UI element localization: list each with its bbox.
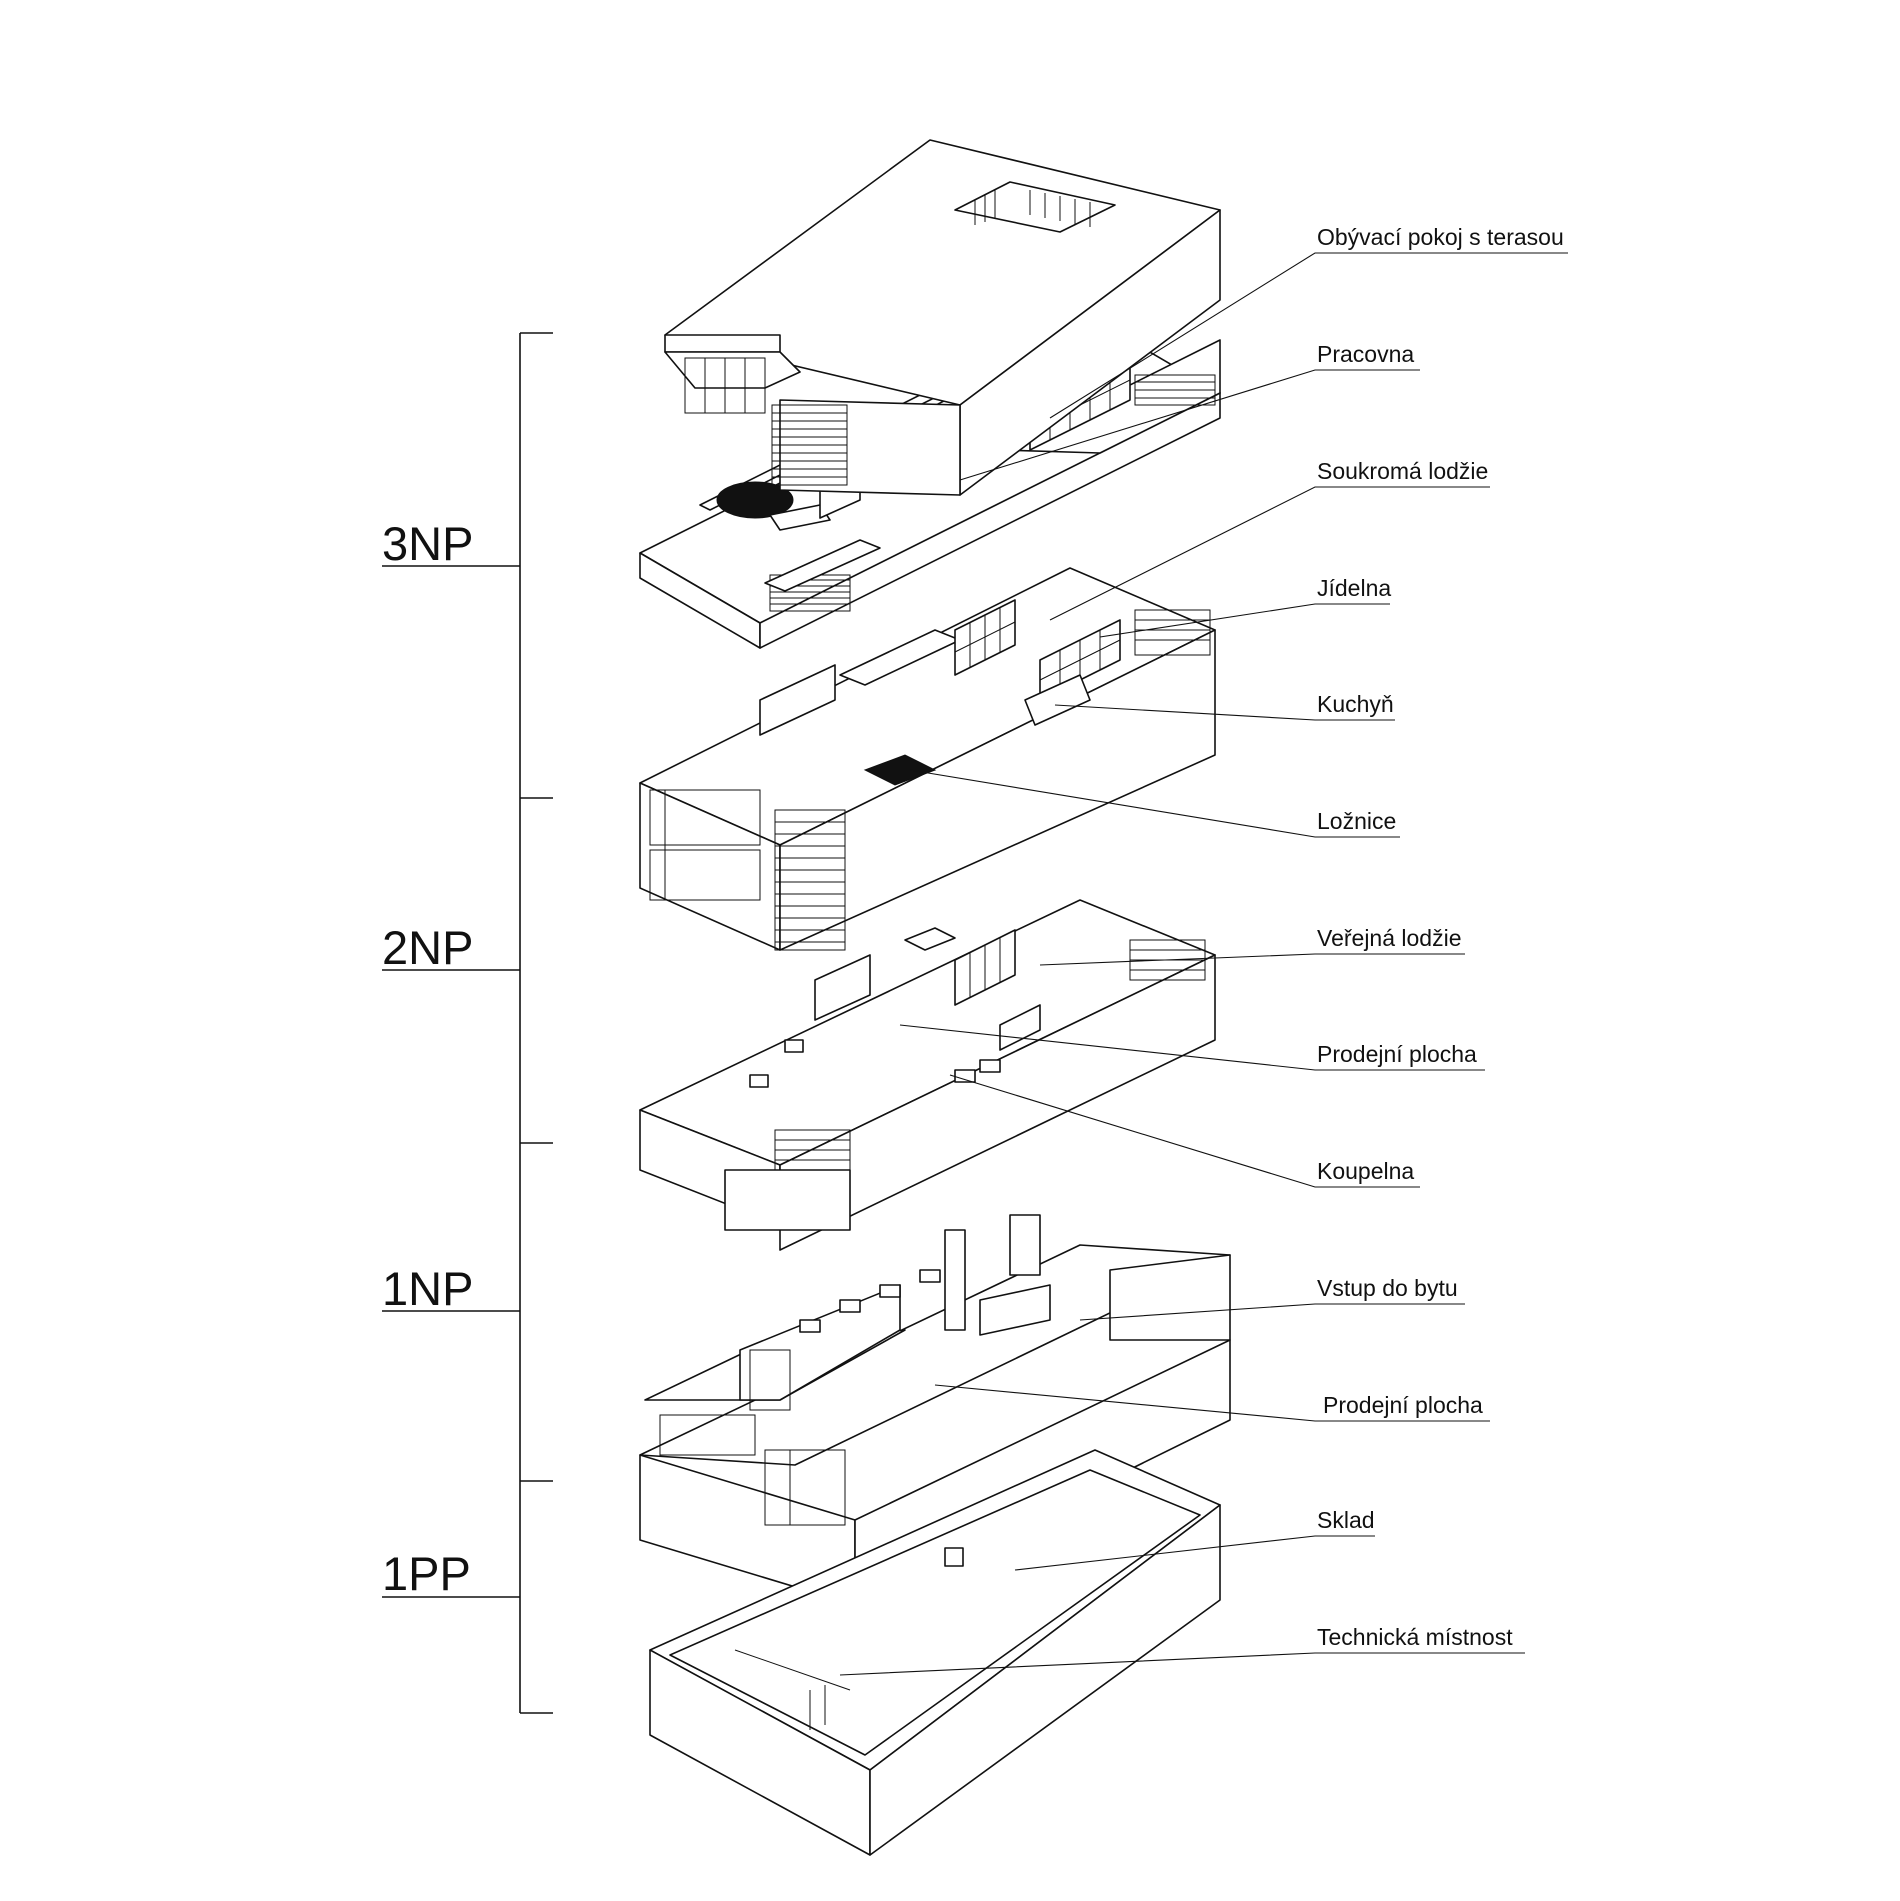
level-2np-model (639, 539, 1216, 951)
level-1pp-basement-model (649, 1449, 1221, 1856)
roof-terrace-rails (974, 190, 1091, 227)
room-label-obyvaci-pokoj: Obývací pokoj s terasou (1317, 224, 1564, 250)
floor-label-1np: 1NP (382, 1262, 473, 1315)
room-label-vstup-do-bytu: Vstup do bytu (1317, 1275, 1458, 1301)
room-label-kuchyn: Kuchyň (1317, 691, 1394, 717)
room-label-prodejni-plocha-1: Prodejní plocha (1323, 1392, 1483, 1418)
room-label-soukroma-lodzie: Soukromá lodžie (1317, 458, 1488, 484)
room-label-loznice: Ložnice (1317, 808, 1396, 834)
glazing-2np-left (649, 789, 761, 901)
room-label-verejna-lodzie: Veřejná lodžie (1317, 925, 1462, 951)
louver-2np-front (774, 809, 846, 951)
loggia-grid-1np (954, 929, 1206, 1006)
room-label-koupelna: Koupelna (1317, 1158, 1414, 1184)
floor-label-1pp: 1PP (382, 1547, 471, 1600)
sofa-icon (716, 481, 794, 519)
room-label-pracovna: Pracovna (1317, 341, 1414, 367)
loggia-grid-2np (954, 599, 1211, 701)
glazing-1np-left (659, 1349, 846, 1526)
floor-bracket (382, 332, 553, 1714)
floor-label-2np: 2NP (382, 921, 473, 974)
room-label-prodejni-plocha-2: Prodejní plocha (1317, 1041, 1477, 1067)
level-1pp-ground-model (639, 1214, 1231, 1606)
room-label-jidelna: Jídelna (1317, 575, 1391, 601)
glazing-3np-left (684, 357, 766, 414)
floor-label-3np: 3NP (382, 517, 473, 570)
level-3np-model (639, 139, 1221, 649)
louver-3np-roof-front (771, 404, 848, 486)
room-label-sklad: Sklad (1317, 1507, 1375, 1533)
leaders (839, 252, 1568, 1676)
bed-icon (863, 754, 937, 786)
room-label-technicka-mistnost: Technická místnost (1317, 1624, 1513, 1650)
level-1np-model (639, 899, 1216, 1251)
